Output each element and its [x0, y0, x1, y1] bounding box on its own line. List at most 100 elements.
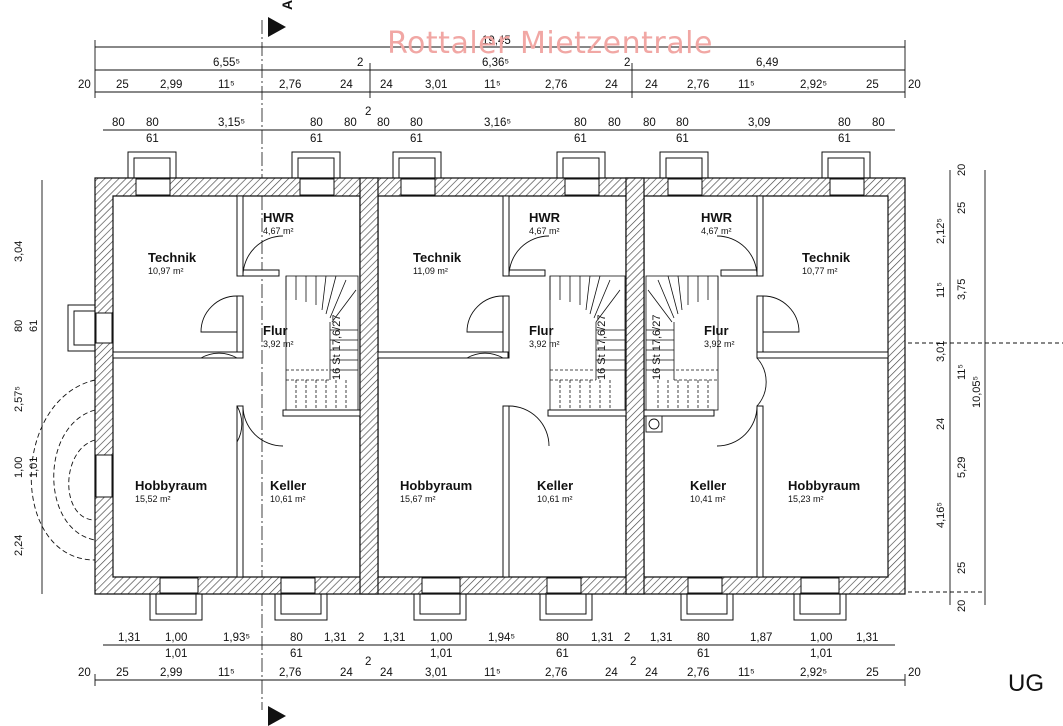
dim-text: 11⁵: [956, 364, 968, 380]
dim-text: 1,31: [650, 632, 672, 644]
room-name: Flur: [529, 323, 554, 338]
room-area: 3,92 m²: [704, 339, 735, 349]
section-line: [261, 17, 286, 726]
room-name: Technik: [148, 250, 197, 265]
dim-text: 24: [645, 667, 658, 679]
dim-text: 2: [630, 656, 636, 668]
section-arrow-icon: [268, 17, 286, 37]
dim-text: 80: [608, 117, 621, 129]
dim-text: 61: [676, 133, 689, 145]
dim-text: 2: [365, 106, 371, 118]
staircase-unit1: [285, 275, 359, 411]
dim-text: 2,92⁵: [800, 79, 827, 91]
dim-text: 3,09: [748, 117, 770, 129]
dim-text: 6,36⁵: [482, 57, 509, 69]
dim-text: 1,31: [856, 632, 878, 644]
dim-text: 20: [908, 79, 921, 91]
dim-text: 80: [146, 117, 159, 129]
dim-text: 2,76: [545, 79, 567, 91]
dim-text: 2: [365, 656, 371, 668]
dim-text: 11⁵: [935, 282, 947, 298]
dim-text: 24: [645, 79, 658, 91]
dim-text: 1,94⁵: [488, 632, 515, 644]
dim-text: 2: [624, 57, 630, 69]
stair-label: 16 St 17,6/27: [331, 315, 343, 380]
section-arrow-icon: [268, 706, 286, 726]
dim-total: 19,45: [482, 35, 511, 47]
right-dimension-text: 20 25 2,12⁵ 11⁵ 3,75 3,01 11⁵ 10,05⁵ 24 …: [935, 164, 983, 612]
dim-text: 11⁵: [218, 79, 235, 91]
room-area: 10,61 m²: [270, 494, 306, 504]
top-dimension-text: 19,45 6,55⁵ 2 6,36⁵ 2 6,49 20 25 2,99 11…: [78, 35, 921, 145]
dim-text: 25: [116, 667, 129, 679]
dim-text: 80: [676, 117, 689, 129]
bottom-dimension-text: 1,31 1,00 1,93⁵ 80 1,31 2 1,31 1,00 1,94…: [78, 632, 921, 679]
dim-text: 2,99: [160, 667, 182, 679]
dim-text: 61: [838, 133, 851, 145]
room-area: 10,77 m²: [802, 266, 838, 276]
dim-text: 2,12⁵: [935, 218, 947, 244]
room-area: 15,52 m²: [135, 494, 171, 504]
dim-text: 6,49: [756, 57, 778, 69]
window-wells: [67, 151, 871, 621]
dim-text: 61: [146, 133, 159, 145]
dim-text: 24: [340, 667, 353, 679]
dim-text: 1,31: [118, 632, 140, 644]
dim-text: 25: [866, 667, 879, 679]
side-dimension-lines: [41, 170, 1063, 605]
dim-text: 1,31: [591, 632, 613, 644]
dim-text: 1,01: [810, 648, 832, 660]
dim-text: 1,01: [28, 457, 40, 478]
dim-text: 24: [340, 79, 353, 91]
dim-text: 1,00: [165, 632, 187, 644]
room-name: Flur: [263, 323, 288, 338]
dim-text: 2,24: [13, 535, 25, 556]
room-area: 4,67 m²: [263, 226, 294, 236]
dim-text: 24: [380, 79, 393, 91]
room-name: HWR: [263, 210, 295, 225]
dim-text: 1,93⁵: [223, 632, 250, 644]
dim-text: 1,01: [165, 648, 187, 660]
dim-text: 3,04: [13, 241, 25, 262]
dim-text: 3,01: [935, 341, 947, 362]
dim-text: 2: [358, 632, 364, 644]
room-area: 3,92 m²: [529, 339, 560, 349]
dim-text: 11⁵: [484, 79, 501, 91]
dim-text: 1,01: [430, 648, 452, 660]
watermark: Rottaler Mietzentrale: [387, 26, 713, 61]
dim-text: 80: [410, 117, 423, 129]
dim-text: 80: [310, 117, 323, 129]
left-dimension-text: 3,04 80 61 2,57⁵ 1,00 1,01 2,24: [13, 241, 40, 556]
room-name: HWR: [529, 210, 561, 225]
room-labels: Technik 10,97 m² HWR 4,67 m² Flur 3,92 m…: [135, 210, 860, 504]
staircases: [285, 275, 719, 411]
bottom-dimension-lines: [94, 644, 906, 686]
dim-text: 80: [872, 117, 885, 129]
dim-text: 80: [377, 117, 390, 129]
stair-label: 16 St 17,6/27: [596, 315, 608, 380]
dim-text: 24: [605, 667, 618, 679]
staircase-unit2: [549, 275, 626, 411]
dim-text: 5,29: [956, 457, 968, 478]
dim-text: 3,01: [425, 667, 447, 679]
walls: [94, 177, 906, 595]
dim-text: 2,76: [279, 667, 301, 679]
dim-text: 25: [956, 562, 968, 574]
door-swings: [30, 235, 800, 561]
dim-text: 20: [956, 600, 968, 612]
floor-label: UG: [1008, 670, 1044, 697]
dim-text: 6,55⁵: [213, 57, 240, 69]
room-name: Hobbyraum: [788, 478, 860, 493]
dim-text: 2,92⁵: [800, 667, 827, 679]
room-area: 15,67 m²: [400, 494, 436, 504]
dim-text: 3,15⁵: [218, 117, 245, 129]
dim-text: 25: [116, 79, 129, 91]
room-name: Keller: [537, 478, 573, 493]
interior-walls: [112, 195, 889, 578]
room-name: Keller: [690, 478, 726, 493]
dim-text: 20: [908, 667, 921, 679]
dim-text: 3,16⁵: [484, 117, 511, 129]
dim-text: 20: [78, 79, 91, 91]
dim-text: 80: [13, 320, 25, 332]
